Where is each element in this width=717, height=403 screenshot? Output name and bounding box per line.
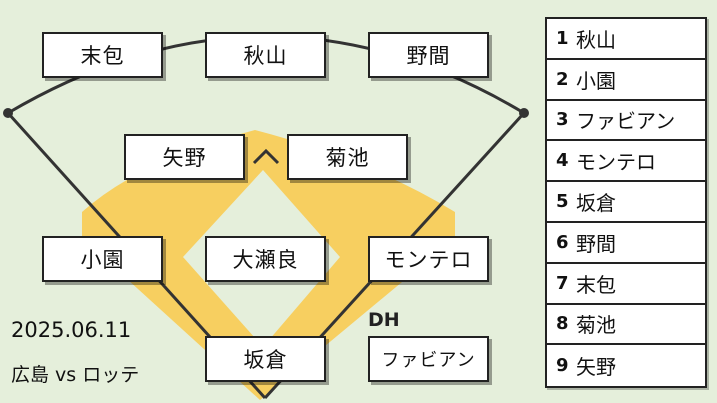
batting-order-number: 6 bbox=[556, 231, 569, 253]
lineup-row: 6 野間 bbox=[547, 223, 705, 264]
lineup-row: 1 秋山 bbox=[547, 19, 705, 60]
designated-hitter-player: ファビアン bbox=[381, 350, 476, 371]
catcher-player: 坂倉 bbox=[243, 348, 288, 372]
batter-name: 坂倉 bbox=[576, 191, 616, 216]
batting-order-number: 7 bbox=[556, 272, 569, 294]
batter-name: 末包 bbox=[576, 272, 616, 297]
batter-name: 小園 bbox=[576, 68, 616, 93]
left-foul-pole bbox=[3, 108, 13, 118]
second-base-box: 菊池 bbox=[287, 134, 408, 180]
left-field-box: 末包 bbox=[42, 32, 163, 78]
batting-order-number: 8 bbox=[556, 313, 569, 335]
game-matchup: 広島 vs ロッテ bbox=[11, 364, 140, 386]
shortstop-box: 矢野 bbox=[124, 134, 245, 180]
catcher-box: 坂倉 bbox=[205, 336, 326, 382]
lineup-row: 8 菊池 bbox=[547, 305, 705, 346]
batter-name: 秋山 bbox=[576, 27, 616, 52]
batting-order-number: 1 bbox=[556, 27, 569, 49]
pitcher-player: 大瀬良 bbox=[232, 248, 299, 272]
batting-order-number: 3 bbox=[556, 109, 569, 131]
batter-name: 野間 bbox=[576, 231, 616, 256]
batting-order-number: 9 bbox=[556, 355, 569, 377]
center-field-player: 秋山 bbox=[243, 44, 288, 68]
lineup-row: 4 モンテロ bbox=[547, 141, 705, 183]
batting-order-number: 4 bbox=[556, 150, 569, 172]
second-base-marker bbox=[252, 148, 280, 165]
left-field-player: 末包 bbox=[80, 44, 125, 68]
batter-name: 矢野 bbox=[576, 355, 616, 380]
lineup-row: 3 ファビアン bbox=[547, 101, 705, 142]
right-foul-pole bbox=[519, 108, 529, 118]
third-base-player: 小園 bbox=[80, 248, 125, 272]
batter-name: 菊池 bbox=[576, 313, 616, 338]
batting-order-number: 5 bbox=[556, 191, 569, 213]
batter-name: ファビアン bbox=[576, 109, 676, 134]
second-base-player: 菊池 bbox=[325, 146, 370, 170]
lineup-row: 2 小園 bbox=[547, 60, 705, 101]
third-base-box: 小園 bbox=[42, 236, 163, 282]
game-date: 2025.06.11 bbox=[11, 318, 132, 342]
batting-order-list: 1 秋山 2 小園 3 ファビアン 4 モンテロ 5 坂倉 6 野間 7 末包 … bbox=[545, 17, 707, 388]
batter-name: モンテロ bbox=[576, 150, 656, 175]
batting-order-number: 2 bbox=[556, 68, 569, 90]
first-base-box: モンテロ bbox=[368, 236, 489, 282]
first-base-player: モンテロ bbox=[384, 248, 473, 272]
shortstop-player: 矢野 bbox=[162, 146, 207, 170]
right-field-box: 野間 bbox=[368, 32, 489, 78]
pitcher-box: 大瀬良 bbox=[205, 236, 326, 282]
center-field-box: 秋山 bbox=[205, 32, 326, 78]
designated-hitter-box: ファビアン bbox=[368, 336, 489, 382]
right-field-player: 野間 bbox=[406, 44, 451, 68]
lineup-row: 5 坂倉 bbox=[547, 182, 705, 223]
dh-label: DH bbox=[368, 309, 400, 331]
lineup-row: 7 末包 bbox=[547, 264, 705, 305]
lineup-row: 9 矢野 bbox=[547, 345, 705, 386]
